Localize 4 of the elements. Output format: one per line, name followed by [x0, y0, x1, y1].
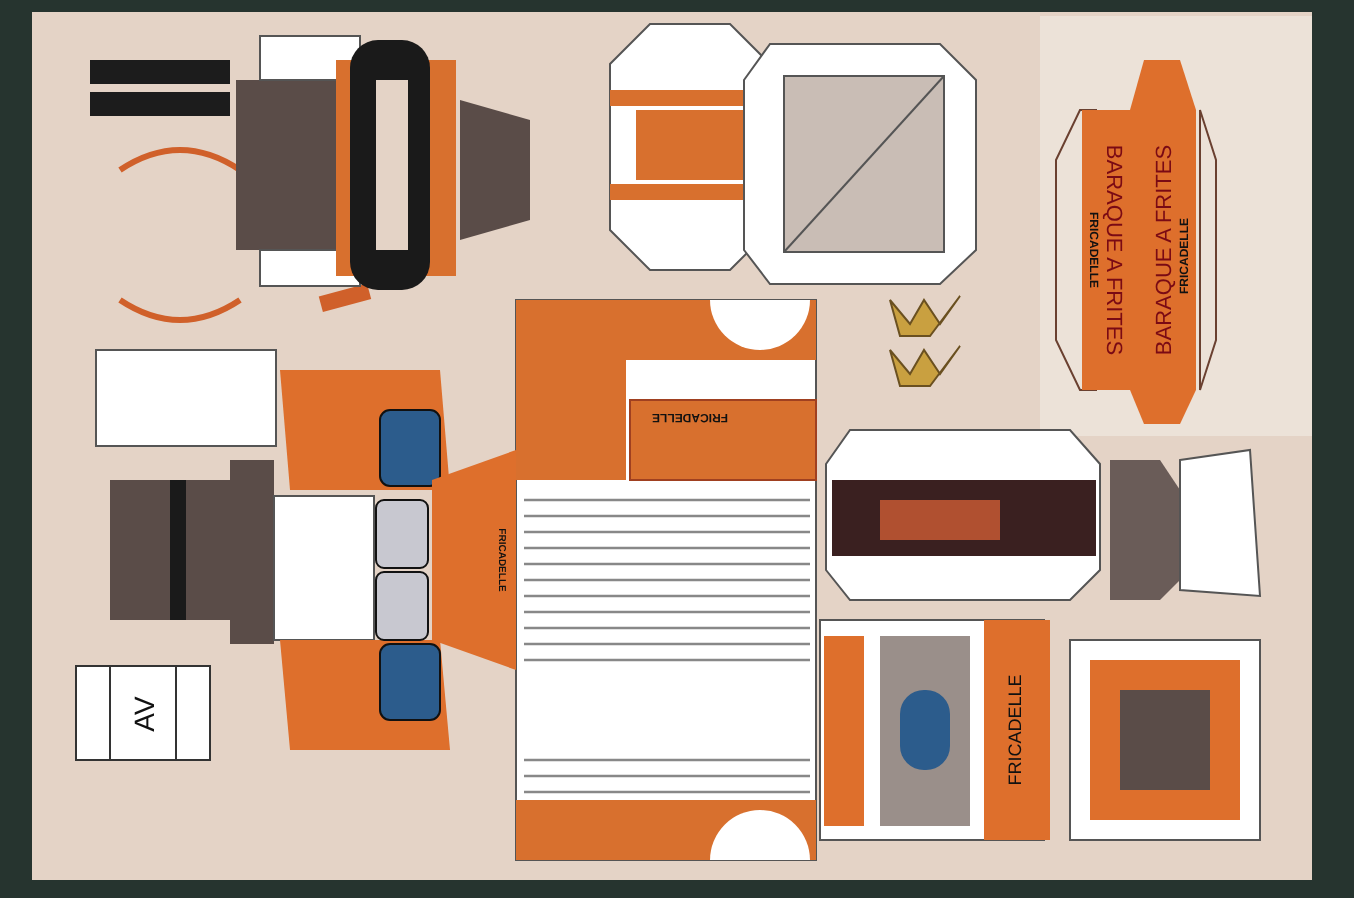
plate-text: AV: [130, 696, 158, 732]
panel-subtext: FRICADELLE: [1007, 674, 1025, 786]
sign-text: BARAQUE A FRITES: [1101, 144, 1123, 356]
sign-text: BARAQUE A FRITES: [1155, 144, 1177, 356]
